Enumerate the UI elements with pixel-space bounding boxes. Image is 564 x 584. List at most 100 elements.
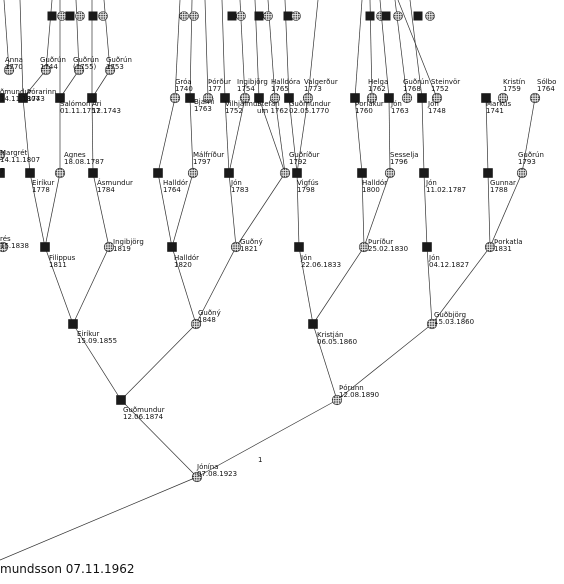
female-node-p_anna[interactable] [3, 64, 15, 76]
female-node-p_malfridur[interactable] [187, 167, 199, 179]
female-node-p_valgerdur[interactable] [302, 92, 314, 104]
female-node-p_gudrun1744[interactable] [40, 64, 52, 76]
person-name-p_stefan: Stefán [257, 100, 280, 108]
ancestor-node-top-8[interactable] [227, 11, 237, 21]
female-node-p_thordur[interactable] [202, 92, 214, 104]
female-node-p_thorkatla[interactable] [484, 241, 496, 253]
male-node-p_jon1833[interactable] [294, 242, 304, 252]
edge-p_vigfus-p_gudm1770 [288, 97, 298, 174]
person-name-p_jonina: Jónína [196, 463, 218, 471]
male-node-p_jon1763[interactable] [384, 93, 394, 103]
edge-offscreen-9 [204, 0, 209, 99]
female-node-p_margret[interactable] [0, 149, 6, 161]
ancestor-node-top-1[interactable] [57, 11, 67, 21]
male-node-p_gudm1770[interactable] [284, 93, 294, 103]
edge-offscreen-10 [221, 0, 226, 99]
person-date-p_jon1827: 04.12.1827 [429, 261, 469, 269]
female-node-p_ingibjorg1754[interactable] [239, 92, 251, 104]
ancestor-node-top-0[interactable] [47, 11, 57, 21]
person-name-p_ffragment: 7 [0, 167, 4, 175]
female-node-p_gudny1821[interactable] [230, 241, 242, 253]
male-node-p_kristjan[interactable] [308, 319, 318, 329]
ancestor-node-top-3[interactable] [75, 11, 85, 21]
male-node-p_thorarinn[interactable] [18, 93, 28, 103]
male-node-p_filippus[interactable] [40, 242, 50, 252]
ancestor-node-top-6[interactable] [179, 11, 189, 21]
female-node-p_gudrun1753[interactable] [104, 64, 116, 76]
person-date-p_gudrun1744: 1744 [40, 63, 58, 71]
male-node-p_eirikur1855[interactable] [68, 319, 78, 329]
ancestor-node-top-7[interactable] [189, 11, 199, 21]
male-node-p_halldor1800[interactable] [357, 168, 367, 178]
edge-offscreen-0 [3, 0, 10, 71]
female-node-p_halldora[interactable] [269, 92, 281, 104]
person-name-p_jon1787: Jón [425, 179, 437, 187]
female-node-p_mfragment[interactable] [0, 241, 9, 253]
female-node-p_gudrun1755[interactable] [73, 64, 85, 76]
person-name-p_filippus: Filippus [49, 254, 76, 262]
person-name-p_jon1763: Jón [390, 100, 402, 108]
male-node-p_ffragment[interactable] [0, 168, 5, 178]
person-date-p_thorunn: 12.08.1890 [339, 391, 379, 399]
male-node-p_eirikur1778[interactable] [25, 168, 35, 178]
ancestor-node-top-10[interactable] [254, 11, 264, 21]
female-node-p_gudrun1768[interactable] [401, 92, 413, 104]
male-node-p_gudmundur_a[interactable] [0, 93, 5, 103]
male-node-p_halldor1764[interactable] [153, 168, 163, 178]
person-date-p_halldor1820: 1820 [174, 261, 192, 269]
female-node-p_gudny1848[interactable] [190, 318, 202, 330]
female-node-p_steinvor[interactable] [431, 92, 443, 104]
person-name-p_gudrun1768: Guðrún [403, 78, 429, 86]
female-node-p_agnes[interactable] [54, 167, 66, 179]
ancestor-node-top-9[interactable] [236, 11, 246, 21]
male-node-p_thorlakur[interactable] [350, 93, 360, 103]
ancestor-node-top-2[interactable] [65, 11, 75, 21]
edge-p_halldor1800-p_thorlakur [354, 97, 363, 174]
person-date-p_ari: 12.1743 [92, 107, 121, 115]
female-node-p_helga[interactable] [366, 92, 378, 104]
person-name-p_kristin: Kristín [503, 78, 525, 86]
female-node-p_gudbjorg[interactable] [426, 318, 438, 330]
ancestor-node-top-11[interactable] [263, 11, 273, 21]
ancestor-node-top-12[interactable] [283, 11, 293, 21]
ancestor-node-top-14[interactable] [365, 11, 375, 21]
ancestor-node-top-17[interactable] [393, 11, 403, 21]
male-node-p_stefan[interactable] [254, 93, 264, 103]
male-node-p_ari[interactable] [87, 93, 97, 103]
female-node-p_gudrun1793[interactable] [516, 167, 528, 179]
male-node-p_vilhjalmur[interactable] [220, 93, 230, 103]
female-node-p_kristin[interactable] [497, 92, 509, 104]
person-name-p_vigfus: Vigfús [297, 179, 319, 187]
female-node-p_thorunn[interactable] [331, 394, 343, 406]
person-date-p_gudny1821: 1821 [240, 245, 258, 253]
female-node-p_gudridur1792[interactable] [279, 167, 291, 179]
ancestor-node-top-5[interactable] [98, 11, 108, 21]
male-node-p_jon1787[interactable] [419, 168, 429, 178]
male-node-p_jon1748[interactable] [417, 93, 427, 103]
male-node-p_bjarni[interactable] [185, 93, 195, 103]
male-node-p_jon1827[interactable] [422, 242, 432, 252]
male-node-p_vigfus[interactable] [292, 168, 302, 178]
ancestor-node-top-13[interactable] [291, 11, 301, 21]
male-node-p_asmundur[interactable] [88, 168, 98, 178]
female-node-p_ingibjorg1819[interactable] [103, 241, 115, 253]
male-node-p_halldor1820[interactable] [167, 242, 177, 252]
ancestor-node-top-19[interactable] [425, 11, 435, 21]
person-name-p_gudbjorg: Guðbjörg [434, 311, 466, 319]
person-date-p_gudm1770: 02.05.1770 [289, 107, 329, 115]
female-node-p_groa[interactable] [169, 92, 181, 104]
male-node-p_gunnar[interactable] [483, 168, 493, 178]
ancestor-node-top-18[interactable] [413, 11, 423, 21]
ancestor-node-top-4[interactable] [88, 11, 98, 21]
person-date-p_thuridur: 25.02.1830 [368, 245, 408, 253]
ancestor-node-top-16[interactable] [381, 11, 391, 21]
female-node-p_jonina[interactable] [191, 471, 203, 483]
male-node-p_jon1783[interactable] [224, 168, 234, 178]
female-node-p_sesselja[interactable] [384, 167, 396, 179]
female-node-p_solbo[interactable] [529, 92, 541, 104]
male-node-p_gudm1874[interactable] [116, 395, 126, 405]
female-node-p_thuridur[interactable] [358, 241, 370, 253]
person-name-p_markus: Markús [486, 100, 511, 108]
male-node-p_salomon[interactable] [55, 93, 65, 103]
male-node-p_markus[interactable] [481, 93, 491, 103]
